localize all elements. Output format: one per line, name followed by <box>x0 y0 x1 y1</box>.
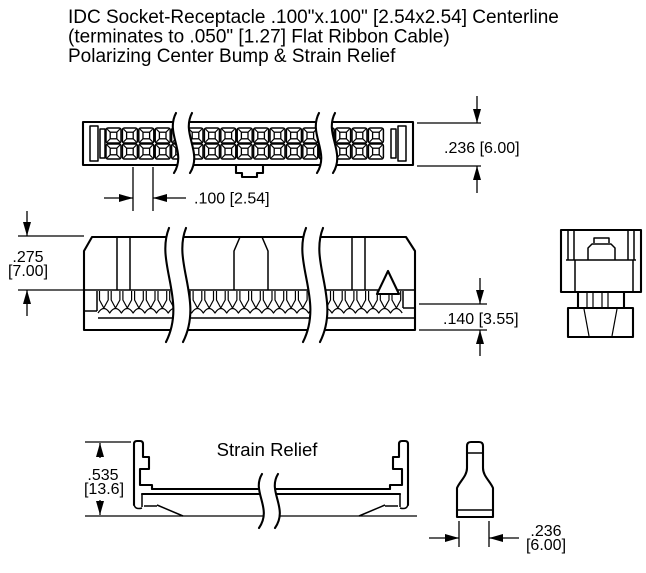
sr-right-post <box>388 439 410 507</box>
dim-strain-relief-height: .535 [13.6] <box>84 441 131 515</box>
dim-body-height-in: .275 <box>12 249 43 266</box>
dim-body-height: .275 [7.00] <box>8 211 84 316</box>
contact-slots <box>116 237 366 290</box>
ribbon-cable <box>97 307 403 314</box>
center-rib <box>233 236 269 290</box>
polarity-triangle <box>375 269 401 296</box>
top-view <box>81 111 415 179</box>
dim-cable-section-text: .140 [3.55] <box>443 311 519 328</box>
socket-cavities <box>105 127 385 160</box>
break-line <box>301 226 329 344</box>
wall-steps <box>84 291 415 312</box>
break-erase <box>172 113 195 173</box>
end-view-neck <box>576 290 626 310</box>
dim-socket-width: .236 [6.00] <box>417 96 520 193</box>
dim-sr-height-mm: [13.6] <box>84 481 124 498</box>
break-line <box>257 472 281 530</box>
title-line-1: IDC Socket-Receptacle .100"x.100" [2.54x… <box>68 7 559 28</box>
end-view-strain-block <box>566 306 635 339</box>
end-view-contacts <box>586 292 609 308</box>
dim-strain-relief-width: .236 [6.00] <box>429 521 566 554</box>
idc-teeth <box>98 291 402 309</box>
dim-sr-height-in: .535 <box>87 467 118 484</box>
break-erase <box>165 228 191 342</box>
sr-end-seams <box>457 452 493 511</box>
dim-socket-width-text: .236 [6.00] <box>444 140 520 157</box>
left-end-block <box>89 125 106 162</box>
break-line <box>314 111 339 175</box>
title-line-2: (terminates to .050" [1.27] Flat Ribbon … <box>68 27 450 48</box>
break-erase <box>315 113 338 173</box>
end-view <box>559 228 643 339</box>
dim-body-height-mm: [7.00] <box>8 263 48 280</box>
side-view <box>82 226 417 344</box>
sr-feet <box>133 502 409 517</box>
end-view-walls <box>567 231 635 260</box>
dim-pitch: .100 [2.54] <box>104 167 270 211</box>
polarizing-bump <box>234 164 265 179</box>
end-view-insert <box>566 259 636 291</box>
title-block: IDC Socket-Receptacle .100"x.100" [2.54x… <box>68 7 559 67</box>
sr-end-outline <box>455 440 495 519</box>
break-line <box>171 111 196 175</box>
strain-relief-view: Strain Relief <box>85 439 417 530</box>
dim-sr-width-in: .236 <box>530 523 561 540</box>
title-line-3: Polarizing Center Bump & Strain Relief <box>68 46 396 67</box>
break-erase <box>302 228 328 342</box>
end-view-body <box>559 228 643 294</box>
dim-cable-section: .140 [3.55] <box>419 278 519 356</box>
strain-relief-label: Strain Relief <box>217 439 319 460</box>
end-view-funnel <box>583 308 618 337</box>
right-end-block <box>390 125 407 162</box>
dim-pitch-text: .100 [2.54] <box>194 191 270 208</box>
end-view-bump <box>587 237 616 260</box>
sr-left-post <box>132 439 154 507</box>
break-line <box>164 226 192 344</box>
dim-sr-width-mm: [6.00] <box>526 537 566 554</box>
housing-outline <box>81 120 415 167</box>
strain-relief-end-view <box>455 440 495 519</box>
side-outline <box>82 235 417 332</box>
sr-inner-legs <box>141 494 401 507</box>
